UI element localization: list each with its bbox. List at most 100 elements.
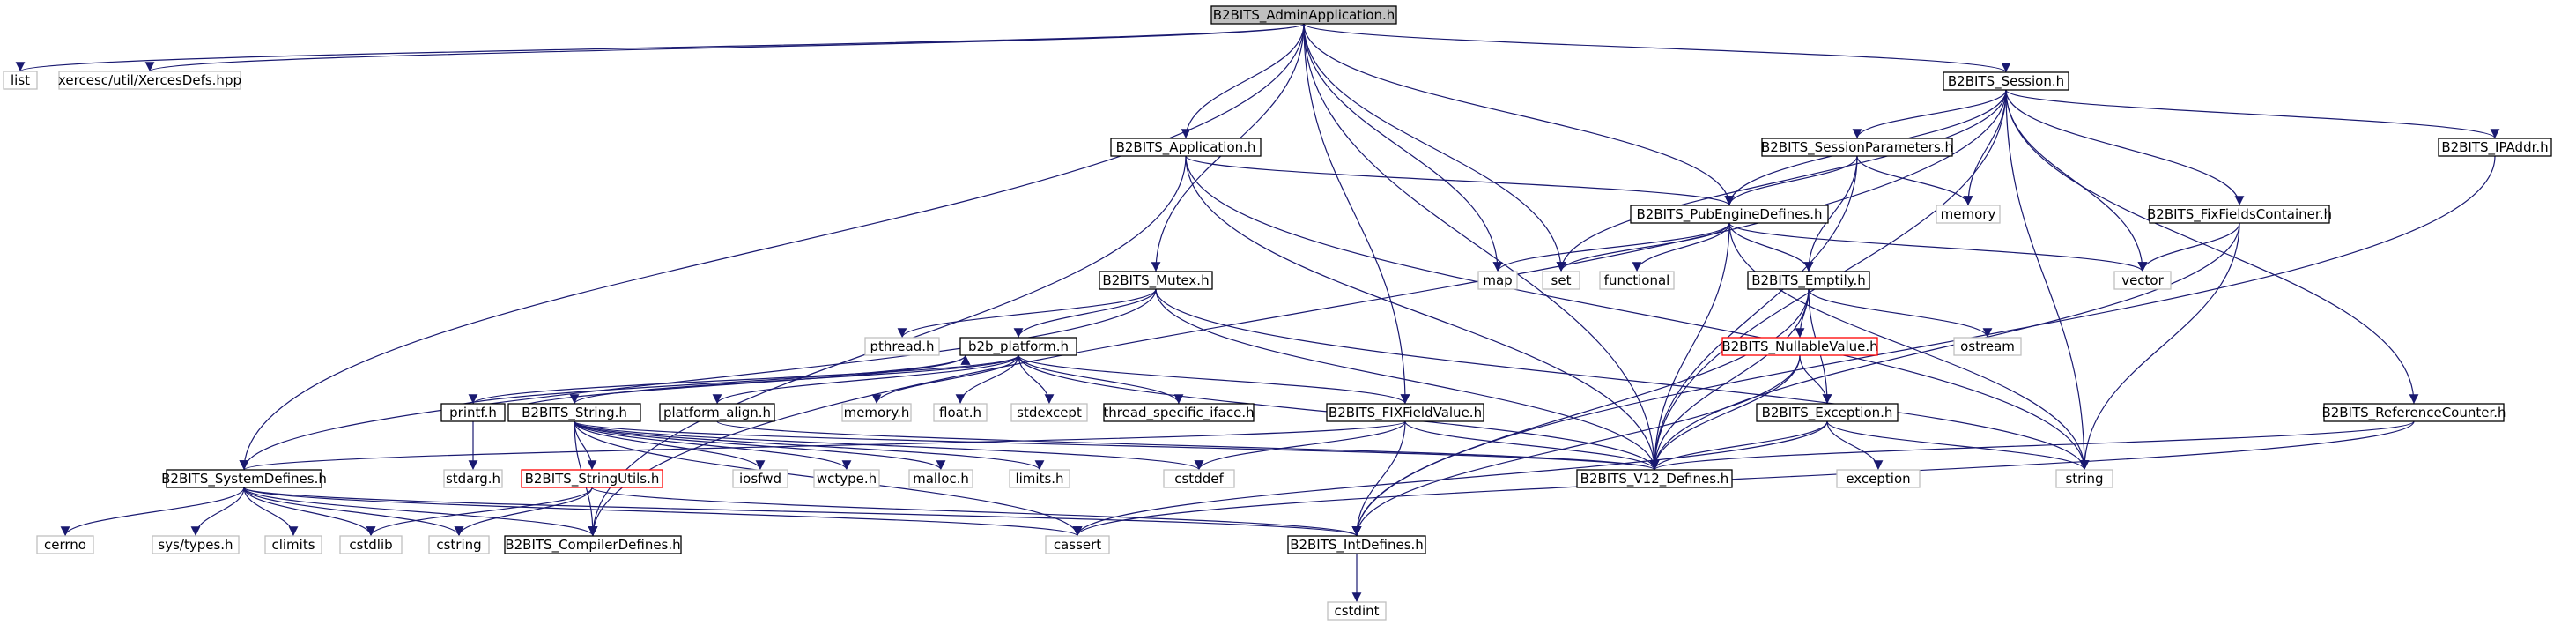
node-functional[interactable]: functional xyxy=(1599,271,1675,290)
node-sys-types-h[interactable]: sys/types.h xyxy=(152,535,240,554)
node-label: pthread.h xyxy=(870,339,935,354)
node-printf-h[interactable]: printf.h xyxy=(440,403,506,422)
edge-refcounter-to-v12defines xyxy=(1649,420,2415,471)
node-thread-specific-iface-h[interactable]: thread_specific_iface.h xyxy=(1103,403,1255,422)
node-box xyxy=(2113,271,2172,290)
node-limits-h[interactable]: limits.h xyxy=(1009,469,1070,488)
edge-string_h-to-b2bplatform xyxy=(507,354,971,413)
node-cerrno[interactable]: cerrno xyxy=(36,535,94,554)
node-b2bits-sessionparameters-h[interactable]: B2BITS_SessionParameters.h xyxy=(1761,138,1953,157)
node-set[interactable]: set xyxy=(1542,271,1580,290)
node-box xyxy=(1010,403,1088,422)
node-b2bits-emptily-h[interactable]: B2BITS_Emptily.h xyxy=(1747,271,1870,290)
node-list[interactable]: list xyxy=(3,71,38,90)
edge-session-to-memory xyxy=(1963,89,2007,206)
node-b2bits-referencecounter-h[interactable]: B2BITS_ReferenceCounter.h xyxy=(2321,403,2506,422)
node-cstddef[interactable]: cstddef xyxy=(1163,469,1235,488)
node-box xyxy=(1542,271,1580,290)
node-cstdint[interactable]: cstdint xyxy=(1327,601,1387,621)
node-box xyxy=(1761,138,1953,157)
edge-string_h-to-malloc xyxy=(574,420,946,471)
edge-nullable-to-intdefines xyxy=(1351,354,1801,537)
edge-application-to-pubengine xyxy=(1185,155,1735,206)
node-climits[interactable]: climits xyxy=(264,535,322,554)
node-b2bits-mutex-h[interactable]: B2BITS_Mutex.h xyxy=(1099,271,1213,290)
node-b2bits-v12-defines-h[interactable]: B2BITS_V12_Defines.h xyxy=(1576,469,1733,488)
node-xercesc-util-xercesdefs-hpp[interactable]: xercesc/util/XercesDefs.hpp xyxy=(58,71,241,90)
node-b2bits-stringutils-h[interactable]: B2BITS_StringUtils.h xyxy=(521,469,663,488)
node-exception[interactable]: exception xyxy=(1836,469,1921,488)
node-memory[interactable]: memory xyxy=(1936,205,2001,224)
node-label: memory xyxy=(1941,206,1996,222)
edge-admin-to-map xyxy=(1303,23,1503,272)
node-b2bits-exception-h[interactable]: B2BITS_Exception.h xyxy=(1756,403,1899,422)
node-cstdlib[interactable]: cstdlib xyxy=(339,535,403,554)
node-b2bits-adminapplication-h[interactable]: B2BITS_AdminApplication.h xyxy=(1210,5,1397,25)
node-label: list xyxy=(11,72,30,88)
edge-sysdefines-to-cassert xyxy=(243,487,1082,537)
node-box xyxy=(3,71,38,90)
edge-fixfieldvalue-to-cstddef xyxy=(1194,420,1406,471)
node-label: B2BITS_ReferenceCounter.h xyxy=(2321,405,2506,421)
node-b2bits-fixfieldscontainer-h[interactable]: B2BITS_FixFieldsContainer.h xyxy=(2147,205,2332,224)
edge-pubengine-to-functional xyxy=(1632,222,1730,272)
node-ostream[interactable]: ostream xyxy=(1953,337,2022,356)
node-box xyxy=(1576,469,1733,488)
node-box xyxy=(507,403,641,422)
node-label: B2BITS_Emptily.h xyxy=(1751,272,1866,289)
edge-stringutils-to-intdefines xyxy=(591,487,1362,537)
edge-admin-to-set xyxy=(1303,23,1566,272)
node-memory-h[interactable]: memory.h xyxy=(841,403,912,422)
node-b2bits-fixfieldvalue-h[interactable]: B2BITS_FIXFieldValue.h xyxy=(1326,403,1484,422)
node-b2bits-intdefines-h[interactable]: B2BITS_IntDefines.h xyxy=(1287,535,1426,554)
edge-mutex-to-string xyxy=(1155,288,2090,471)
node-string[interactable]: string xyxy=(2055,469,2113,488)
node-box xyxy=(813,469,880,488)
node-platform-align-h[interactable]: platform_align.h xyxy=(659,403,775,422)
edge-exception_h-to-v12defines xyxy=(1649,420,1828,471)
node-label: B2BITS_PubEngineDefines.h xyxy=(1636,206,1822,223)
node-b2bits-compilerdefines-h[interactable]: B2BITS_CompilerDefines.h xyxy=(504,535,682,554)
edge-application-to-string xyxy=(1185,155,2090,471)
edge-application-to-v12defines xyxy=(1185,155,1660,471)
node-label: stdexcept xyxy=(1017,405,1082,420)
node-stdexcept[interactable]: stdexcept xyxy=(1010,403,1088,422)
node-b2b-platform-h[interactable]: b2b_platform.h xyxy=(959,337,1077,356)
edge-sessparams-to-memory xyxy=(1856,155,1973,206)
edge-b2bplatform-to-printf xyxy=(468,354,1019,405)
node-label: b2b_platform.h xyxy=(968,339,1069,355)
node-b2bits-string-h[interactable]: B2BITS_String.h xyxy=(507,403,641,422)
node-b2bits-ipaddr-h[interactable]: B2BITS_IPAddr.h xyxy=(2438,138,2552,157)
node-label: xercesc/util/XercesDefs.hpp xyxy=(58,72,241,88)
node-wctype-h[interactable]: wctype.h xyxy=(813,469,880,488)
node-box xyxy=(1836,469,1921,488)
node-cstring[interactable]: cstring xyxy=(428,535,490,554)
edge-admin-to-pubengine xyxy=(1303,23,1735,206)
node-b2bits-pubenginedefines-h[interactable]: B2BITS_PubEngineDefines.h xyxy=(1630,205,1829,224)
node-b2bits-application-h[interactable]: B2BITS_Application.h xyxy=(1110,138,1262,157)
node-box xyxy=(1163,469,1235,488)
edge-pubengine-to-v12defines xyxy=(1649,222,1730,471)
node-b2bits-systemdefines-h[interactable]: B2BITS_SystemDefines.h xyxy=(161,469,327,488)
edge-admin-to-fixfieldvalue xyxy=(1303,23,1410,405)
node-b2bits-session-h[interactable]: B2BITS_Session.h xyxy=(1943,71,2069,91)
edge-fixfields-to-string xyxy=(2079,222,2240,471)
node-box xyxy=(864,337,940,356)
node-float-h[interactable]: float.h xyxy=(933,403,988,422)
node-pthread-h[interactable]: pthread.h xyxy=(864,337,940,356)
node-label: B2BITS_SessionParameters.h xyxy=(1761,139,1953,156)
node-vector[interactable]: vector xyxy=(2113,271,2172,290)
node-stdarg-h[interactable]: stdarg.h xyxy=(443,469,503,488)
node-cassert[interactable]: cassert xyxy=(1045,535,1110,554)
node-label: map xyxy=(1483,272,1512,288)
node-label: B2BITS_NullableValue.h xyxy=(1721,339,1877,355)
node-malloc-h[interactable]: malloc.h xyxy=(908,469,973,488)
edge-emptily-to-intdefines xyxy=(1351,288,1810,537)
node-label: B2BITS_IPAddr.h xyxy=(2441,139,2548,156)
node-box xyxy=(1326,403,1484,422)
node-box xyxy=(1103,403,1255,422)
node-map[interactable]: map xyxy=(1477,271,1518,290)
node-b2bits-nullablevalue-h[interactable]: B2BITS_NullableValue.h xyxy=(1721,337,1878,356)
edge-fixfields-to-v12defines xyxy=(1649,222,2240,471)
node-iosfwd[interactable]: iosfwd xyxy=(732,469,788,488)
